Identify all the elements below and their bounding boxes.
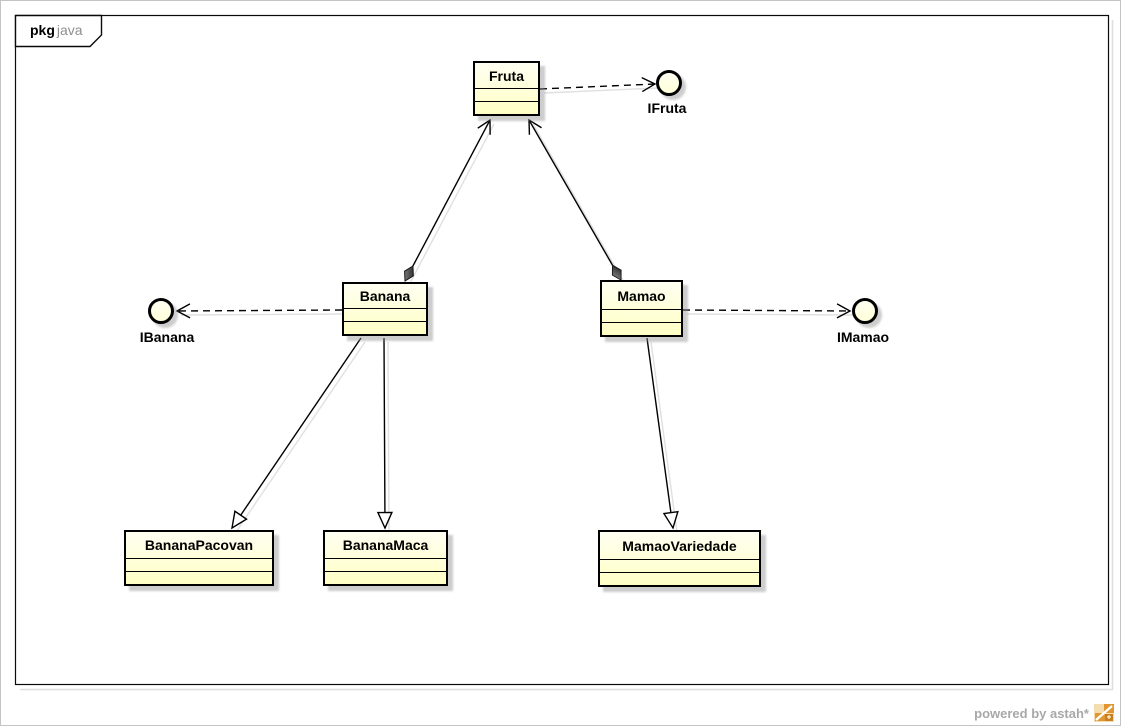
- attributes-compartment: [344, 308, 426, 321]
- edge-mamao-imamao[interactable]: [682, 303, 852, 319]
- operations-compartment: [344, 321, 426, 334]
- edge-banana-bananapacovan[interactable]: [231, 337, 362, 530]
- class-fruta[interactable]: Fruta: [473, 61, 540, 116]
- interface-circle-ibanana[interactable]: [148, 298, 174, 324]
- attributes-compartment: [600, 559, 759, 572]
- powered-by-text: powered by astah*: [974, 705, 1089, 721]
- class-name: Banana: [359, 288, 411, 304]
- class-bananamaca[interactable]: BananaMaca: [323, 530, 448, 586]
- edge-mamao-mamaovariedade[interactable]: [646, 337, 679, 530]
- class-name: BananaMaca: [342, 537, 429, 553]
- interface-label-ibanana: IBanana: [139, 329, 195, 345]
- interface-circle-ifruta[interactable]: [656, 70, 682, 96]
- attributes-compartment: [475, 88, 538, 101]
- class-mamao[interactable]: Mamao: [600, 280, 683, 337]
- package-keyword: pkg: [30, 22, 55, 38]
- class-banana[interactable]: Banana: [342, 282, 428, 336]
- operations-compartment: [600, 572, 759, 585]
- diagram-frame: [14, 14, 1110, 686]
- operations-compartment: [325, 571, 446, 584]
- operations-compartment: [602, 322, 681, 335]
- interface-label-ifruta: IFruta: [647, 100, 687, 116]
- edge-banana-ibanana[interactable]: [175, 303, 343, 319]
- class-mamaovariedade[interactable]: MamaoVariedade: [598, 530, 761, 587]
- astah-logo-icon: [1094, 704, 1114, 722]
- package-name: java: [56, 22, 83, 38]
- class-name: MamaoVariedade: [622, 537, 737, 554]
- attributes-compartment: [602, 309, 681, 322]
- package-tab[interactable]: [14, 14, 103, 48]
- interface-circle-imamao[interactable]: [852, 298, 878, 324]
- operations-compartment: [475, 101, 538, 114]
- class-name: Fruta: [489, 67, 524, 84]
- interface-label-imamao: IMamao: [836, 329, 890, 345]
- frame-shadow: [20, 20, 1114, 691]
- class-bananapacovan[interactable]: BananaPacovan: [124, 530, 274, 586]
- operations-compartment: [126, 571, 272, 584]
- class-name: BananaPacovan: [144, 537, 254, 553]
- edge-mamao-fruta[interactable]: [528, 118, 622, 281]
- attributes-compartment: [325, 558, 446, 571]
- class-name: Mamao: [617, 287, 666, 304]
- attributes-compartment: [126, 558, 272, 571]
- footer: powered by astah*: [974, 704, 1114, 722]
- edge-banana-fruta[interactable]: [404, 118, 491, 282]
- edge-banana-bananamaca[interactable]: [376, 337, 393, 530]
